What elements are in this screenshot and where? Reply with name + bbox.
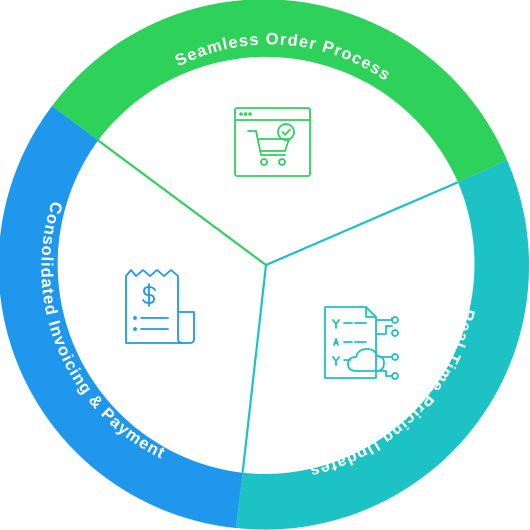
shopping-cart-check-icon bbox=[234, 107, 311, 177]
cloud-pricing-document-icon bbox=[324, 306, 399, 380]
segment-invoice-arc bbox=[0, 106, 243, 528]
segment-pricing-arc bbox=[236, 160, 530, 530]
divider-order-invoice bbox=[97, 139, 267, 266]
receipt-dollar-icon bbox=[125, 269, 195, 344]
divider-order-pricing bbox=[265, 181, 459, 267]
segment-order-arc bbox=[52, 0, 507, 183]
divider-pricing-invoice bbox=[241, 264, 268, 473]
